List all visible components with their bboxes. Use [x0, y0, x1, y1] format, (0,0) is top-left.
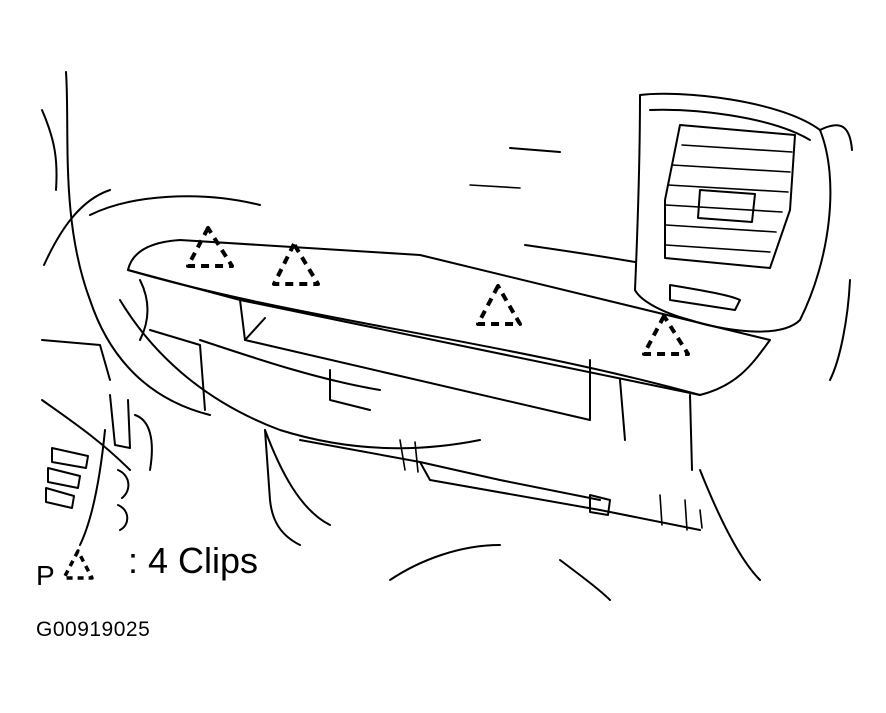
legend-marker: P [36, 560, 55, 591]
clip-marker-1 [186, 226, 234, 268]
clip-markers [186, 226, 690, 356]
dashboard-outline [41, 71, 636, 450]
dashed-triangle-icon [62, 549, 94, 580]
glove-box-panel [127, 239, 771, 471]
legend-label: : 4 Clips [128, 540, 259, 581]
clip-marker-3 [476, 284, 522, 326]
clip-marker-2 [272, 242, 320, 286]
figure-code: G00919025 [36, 618, 151, 641]
lower-hinge-structure [264, 429, 761, 601]
clip-marker-4 [642, 314, 690, 356]
left-side-components [41, 279, 206, 546]
air-vent [634, 92, 853, 381]
